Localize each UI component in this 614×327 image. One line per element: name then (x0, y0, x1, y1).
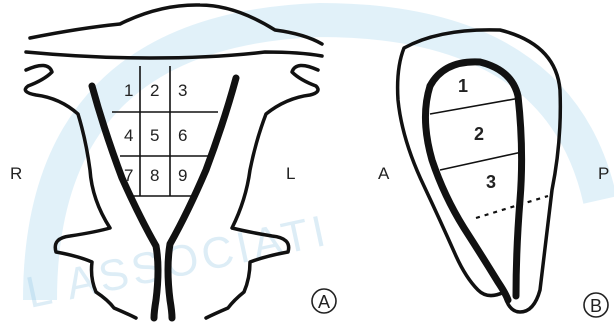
orientation-right-side-label: R (10, 164, 22, 183)
orientation-posterior-label: P (598, 164, 609, 183)
zone-1: 1 (458, 76, 468, 96)
endometrial-cavity-outline (430, 62, 522, 296)
zone-3: 3 (486, 172, 496, 192)
grid-cell-1: 1 (124, 81, 133, 100)
orientation-left-side-label: L (286, 164, 295, 183)
grid-cell-4: 4 (124, 126, 133, 145)
panel-a-letter: A (318, 292, 330, 312)
right-adnexa-outline (206, 65, 318, 318)
endometrial-cavity-anterior (425, 86, 508, 300)
grid-cell-2: 2 (150, 81, 159, 100)
grid-cell-8: 8 (150, 166, 159, 185)
grid-cell-3: 3 (178, 81, 187, 100)
cervical-os-dashed-line (476, 196, 548, 218)
grid-cell-6: 6 (178, 126, 187, 145)
zone-2: 2 (474, 124, 484, 144)
panel-b-letter: B (590, 296, 602, 316)
grid-cell-5: 5 (150, 126, 159, 145)
orientation-anterior-label: A (378, 164, 390, 183)
grid-cell-9: 9 (178, 166, 187, 185)
zone-divider-2 (440, 152, 522, 170)
zone-divider-1 (430, 98, 520, 114)
grid-cell-7: 7 (124, 166, 133, 185)
